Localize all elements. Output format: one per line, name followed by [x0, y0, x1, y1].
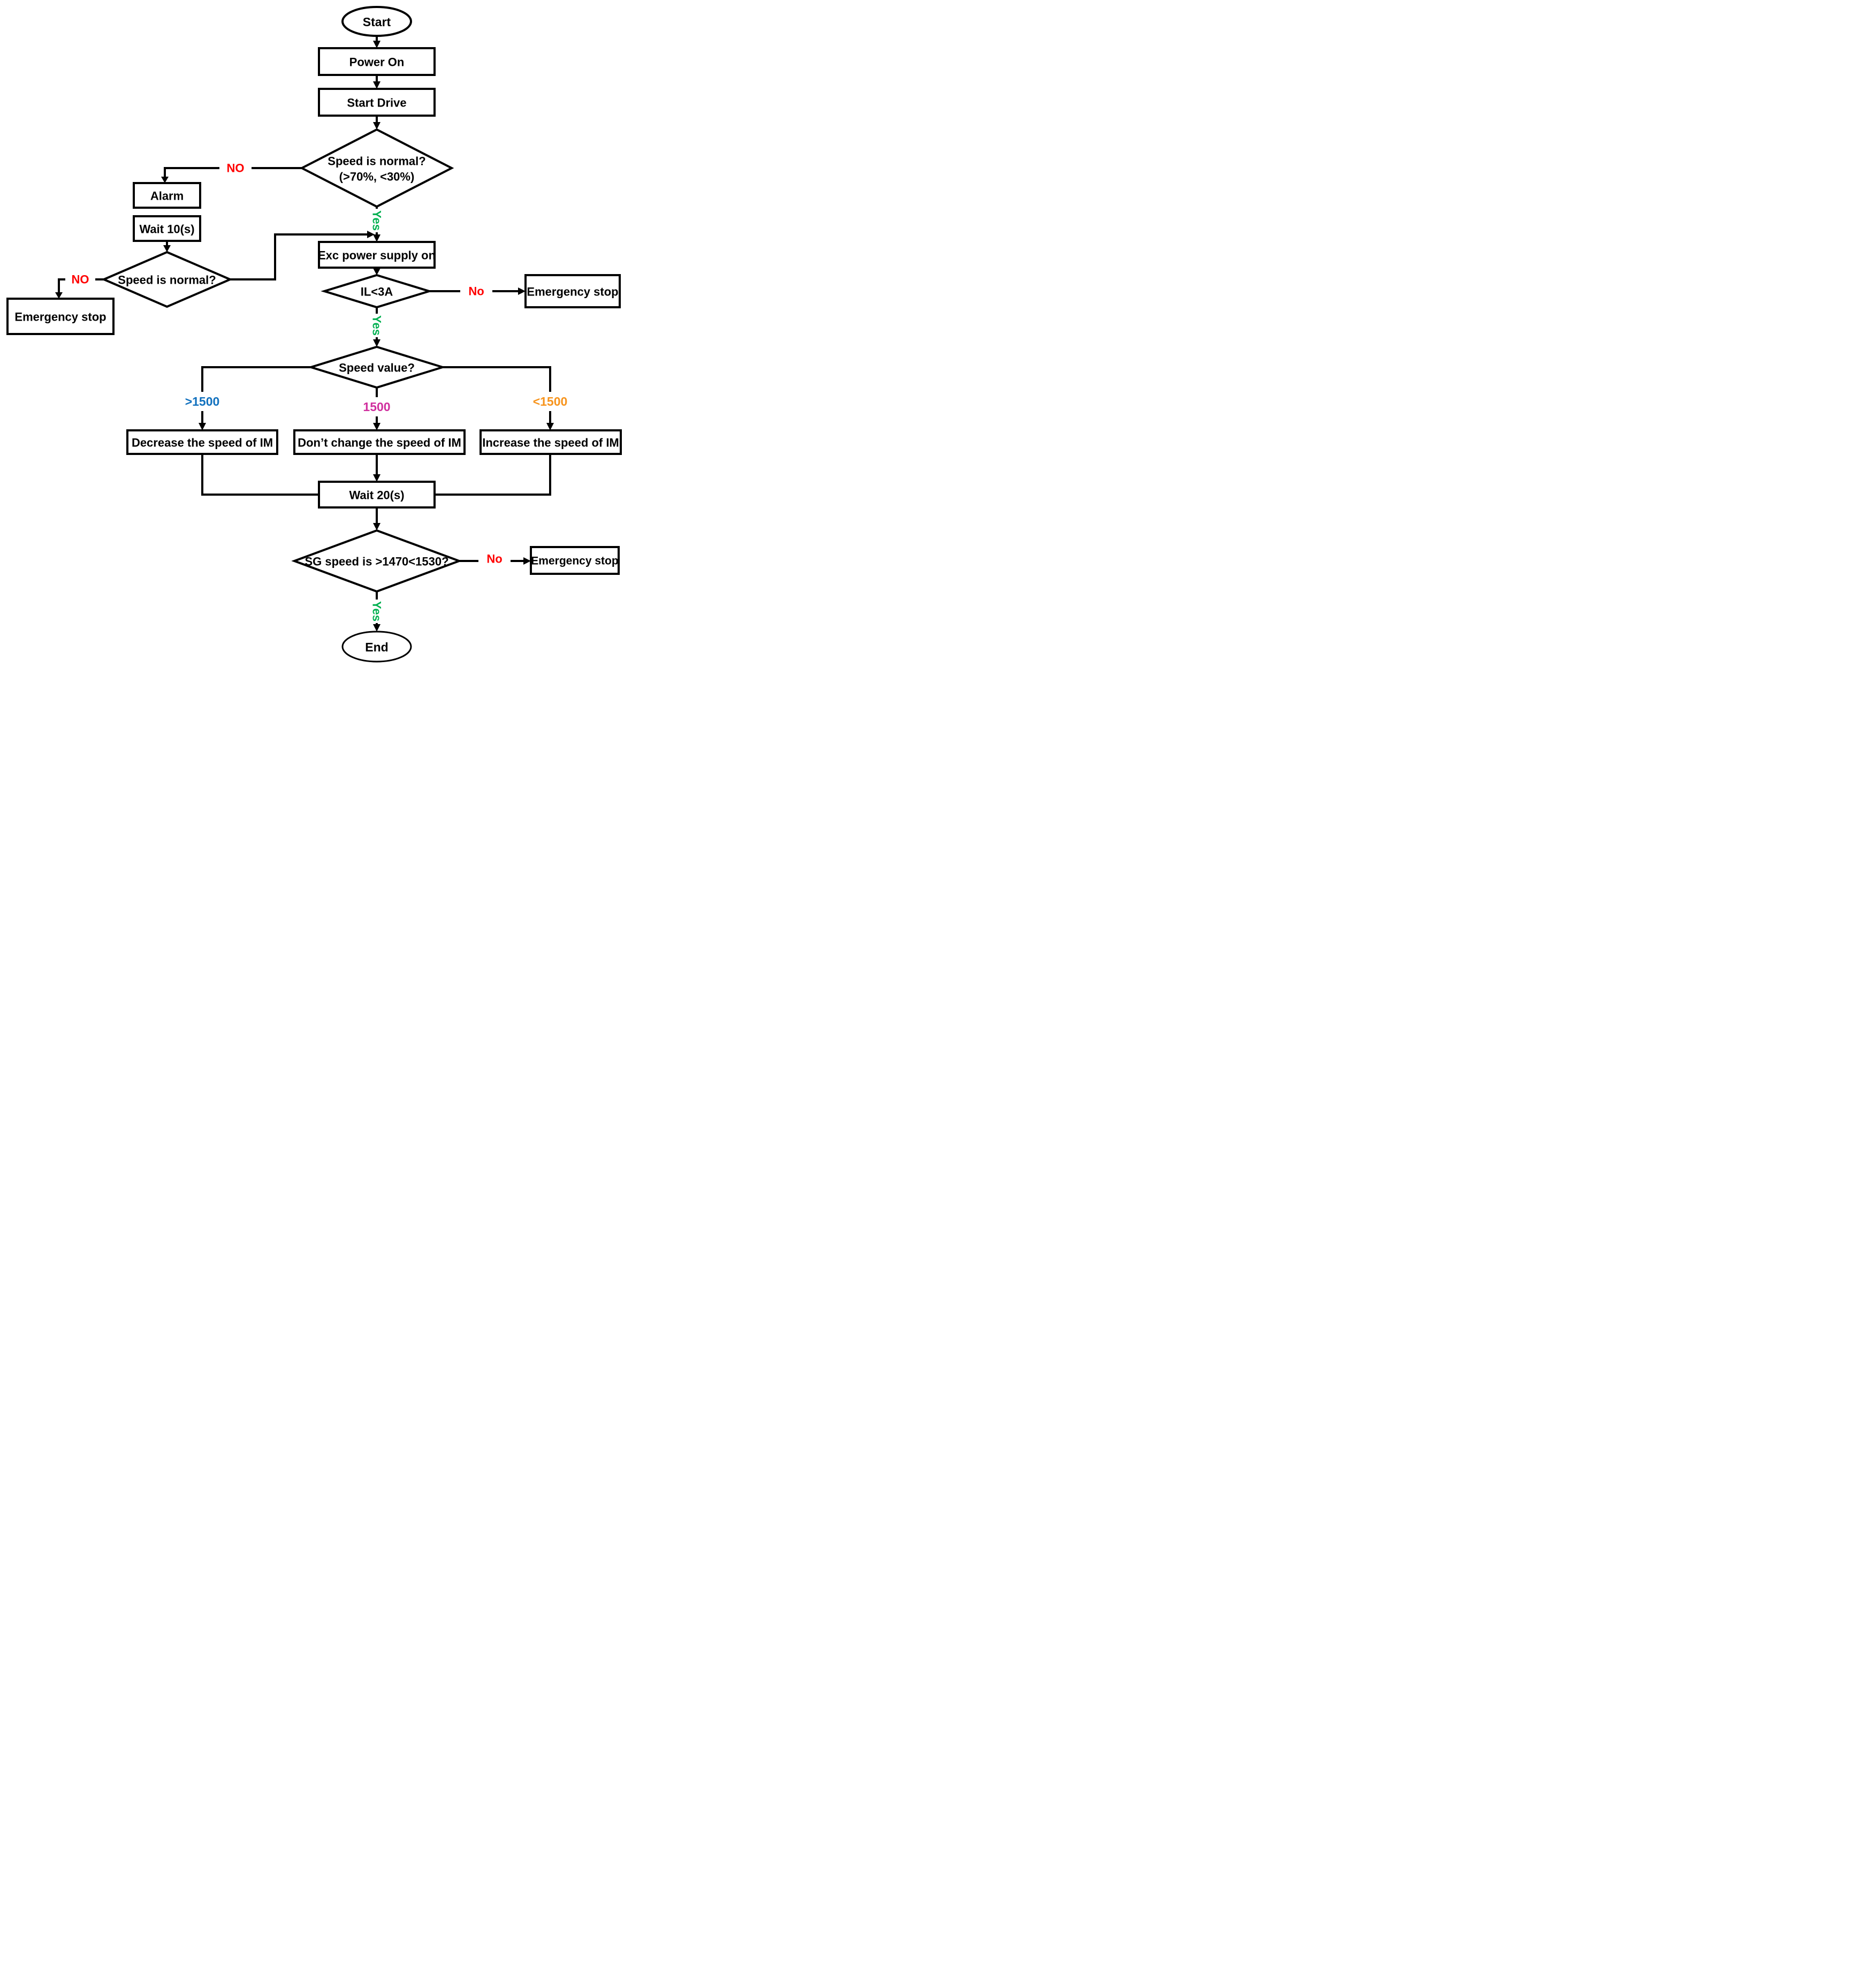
label-branch-gt1500: >1500 — [185, 394, 220, 408]
speed-value-label: Speed value? — [339, 361, 415, 375]
label-branch-lt1500: <1500 — [533, 394, 568, 408]
arrowhead-poweron-startdrive — [373, 81, 381, 89]
connectors — [55, 36, 554, 632]
il-lt-3a-label: IL<3A — [361, 285, 393, 299]
exc-power-supply-shape — [318, 241, 436, 269]
label-yes-1: Yes — [370, 210, 384, 231]
speed-normal-1-label-line1: Speed is normal? — [328, 155, 425, 168]
node-exc-power-supply: Exc power supply on — [318, 241, 436, 269]
node-power-on: Power On — [318, 47, 436, 76]
emergency-stop-right-2-label: Emergency stop — [531, 555, 618, 567]
arrowhead-wait10-diamond2 — [163, 245, 171, 252]
alarm-label: Alarm — [150, 189, 184, 203]
edge-increase-wait20 — [435, 454, 551, 496]
label-no-right-2: No — [486, 552, 502, 566]
edge-branch-gt1500-a — [201, 366, 311, 392]
node-il-lt-3a: IL<3A — [321, 274, 433, 309]
speed-value-shape — [307, 345, 446, 389]
arrowhead-wait20-sg — [373, 523, 381, 530]
node-decrease-speed: Decrease the speed of IM — [126, 429, 278, 455]
arrowhead-no-emstop-right2 — [523, 557, 531, 565]
edge-labels: NO NO No No Yes Yes Yes >1500 1500 <1500 — [72, 162, 568, 621]
end-label: End — [365, 640, 388, 654]
decrease-speed-shape — [126, 429, 278, 455]
label-no-mid: NO — [72, 273, 89, 286]
arrowhead-yes-end — [373, 624, 381, 632]
arrowhead-start-poweron — [373, 41, 381, 48]
arrowhead-exc-il3a — [373, 268, 381, 275]
emergency-stop-left-label: Emergency stop — [14, 310, 106, 324]
node-alarm: Alarm — [133, 182, 201, 209]
node-speed-normal-1: Speed is normal? (>70%, <30%) — [299, 128, 454, 208]
dont-change-speed-label: Don’t change the speed of IM — [298, 436, 461, 450]
exc-power-supply-label: Exc power supply on — [318, 249, 436, 262]
power-on-shape — [318, 47, 436, 76]
sg-speed-shape — [291, 529, 462, 593]
start-label: Start — [363, 15, 391, 29]
arrowhead-loopback-merge — [367, 231, 375, 238]
node-increase-speed: Increase the speed of IM — [480, 429, 622, 455]
arrowhead-gt1500-decrease — [199, 423, 206, 430]
arrowhead-no-emstop-right1 — [518, 287, 526, 295]
edge-decrease-wait20 — [201, 454, 319, 496]
arrowhead-lt1500-increase — [546, 423, 554, 430]
node-sg-speed: SG speed is >1470<1530? — [291, 529, 462, 593]
wait-10-shape — [133, 215, 201, 242]
edge-branch-lt1500-a — [443, 366, 551, 392]
arrowhead-yes-exc — [373, 234, 381, 242]
arrowhead-dontchange-wait20 — [373, 474, 381, 482]
start-drive-label: Start Drive — [347, 96, 406, 110]
wait-10-label: Wait 10(s) — [139, 223, 194, 236]
il-lt-3a-shape — [321, 274, 433, 309]
wait-20-label: Wait 20(s) — [349, 489, 404, 502]
node-emergency-stop-right-1: Emergency stop — [524, 274, 621, 308]
label-no-right-1: No — [468, 285, 484, 298]
speed-normal-1-label-line2: (>70%, <30%) — [339, 170, 415, 184]
flowchart-page: NO NO No No Yes Yes Yes >1500 1500 <1500… — [0, 0, 624, 663]
emergency-stop-right-1-shape — [524, 274, 621, 308]
edge-diamond1-no-b — [164, 167, 219, 177]
node-emergency-stop-right-2: Emergency stop — [530, 546, 620, 575]
node-wait-10: Wait 10(s) — [133, 215, 201, 242]
arrowhead-startdrive-diamond1 — [373, 122, 381, 130]
emergency-stop-right-2-shape — [530, 546, 620, 575]
label-no-upper: NO — [227, 162, 245, 175]
wait-20-shape — [318, 481, 436, 509]
label-branch-eq1500: 1500 — [363, 400, 390, 414]
increase-speed-shape — [480, 429, 622, 455]
dont-change-speed-shape — [293, 429, 466, 455]
node-start-drive: Start Drive — [318, 88, 436, 117]
label-yes-2: Yes — [370, 315, 384, 336]
arrowhead-yes-speedvalue — [373, 339, 381, 347]
sg-speed-label: SG speed is >1470<1530? — [305, 555, 448, 568]
flowchart-canvas: NO NO No No Yes Yes Yes >1500 1500 <1500… — [6, 6, 622, 663]
start-drive-shape — [318, 88, 436, 117]
node-start: Start — [341, 6, 412, 37]
power-on-label: Power On — [349, 56, 405, 69]
node-wait-20: Wait 20(s) — [318, 481, 436, 509]
emergency-stop-right-1-label: Emergency stop — [527, 285, 618, 299]
edge-diamond2-loopback — [230, 233, 367, 280]
emergency-stop-left-shape — [6, 298, 115, 335]
end-terminator-shape — [341, 631, 412, 663]
edge-diamond2-no-b — [58, 278, 65, 292]
arrowhead-eq1500-dontchange — [373, 423, 381, 430]
node-dont-change-speed: Don’t change the speed of IM — [293, 429, 466, 455]
increase-speed-label: Increase the speed of IM — [482, 436, 619, 450]
label-yes-3: Yes — [370, 601, 384, 621]
node-speed-value: Speed value? — [307, 345, 446, 389]
decrease-speed-label: Decrease the speed of IM — [132, 436, 273, 450]
node-end: End — [341, 631, 412, 663]
alarm-shape — [133, 182, 201, 209]
speed-normal-2-label: Speed is normal? — [118, 274, 216, 287]
node-emergency-stop-left: Emergency stop — [6, 298, 115, 335]
speed-normal-1-shape — [299, 128, 454, 208]
start-terminator-shape — [341, 6, 412, 37]
arrowhead-no-emstop-left — [55, 292, 63, 299]
speed-normal-2-shape — [101, 251, 233, 308]
arrowhead-no-alarm — [161, 177, 169, 183]
node-speed-normal-2: Speed is normal? — [101, 251, 233, 308]
